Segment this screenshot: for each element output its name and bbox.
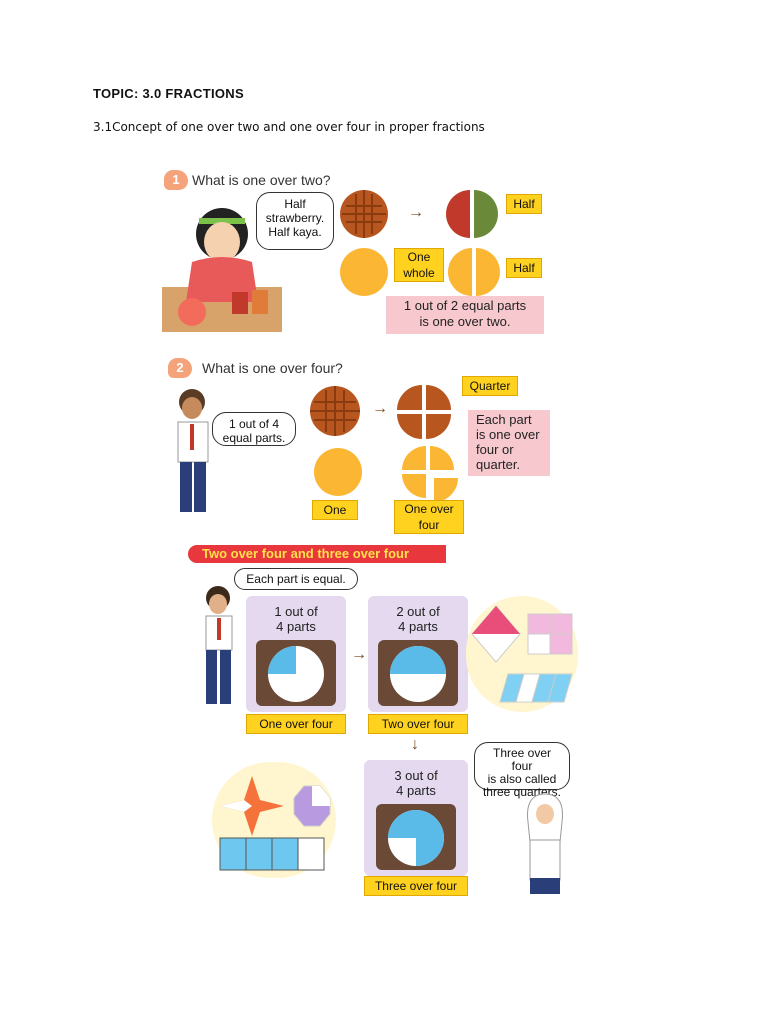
quartered-waffle [397, 385, 451, 439]
whole-waffle [340, 190, 388, 238]
whole-circle [340, 248, 388, 296]
arrow-right-icon: → [351, 646, 367, 663]
section-title: What is one over two? [192, 172, 331, 188]
one-whole-label: One whole [394, 248, 444, 282]
shape-examples-bottom [212, 762, 336, 878]
card-title: 2 out of 4 parts [368, 604, 468, 634]
arrow-down-icon: ↓ [411, 736, 419, 753]
one-label: One [312, 500, 358, 520]
title-line: 2 out of [396, 604, 440, 619]
boy-illustration [177, 389, 209, 512]
title-line: 4 parts [396, 783, 436, 798]
title-line: 4 parts [398, 619, 438, 634]
boy-illustration [205, 586, 233, 704]
section-one-over-four: 2 What is one over four? 1 out of 4 equa… [162, 356, 550, 536]
definition-note: 1 out of 2 equal parts is one over two. [386, 296, 544, 334]
note-line: is one over [476, 427, 540, 442]
page-subtitle: 3.1Concept of one over two and one over … [93, 120, 485, 134]
speech-bubble: Half strawberry. Half kaya. [256, 192, 334, 250]
section-title: What is one over four? [202, 360, 343, 376]
section-one-over-two: 1 What is one over two? Half strawberry.… [162, 162, 550, 334]
fraction-card-one-quarter: 1 out of 4 parts [246, 596, 346, 712]
label-line: One over [404, 502, 454, 516]
one-over-four-label: One over four [394, 500, 464, 534]
quartered-circle [402, 446, 458, 502]
note-line: is one over two. [419, 314, 511, 329]
half-label: Half [506, 194, 542, 214]
three-over-four-label: Three over four [364, 876, 468, 896]
label-line: One [407, 250, 431, 264]
title-line: 4 parts [276, 619, 316, 634]
arrow-right-icon: → [408, 204, 424, 221]
note-line: four or [476, 442, 514, 457]
note-line: Each part [476, 412, 532, 427]
speech-line: Half kaya. [268, 225, 322, 239]
whole-circle [314, 448, 362, 496]
note-line: 1 out of 2 equal parts [403, 298, 527, 313]
speech-line: 1 out of 4 [228, 417, 280, 431]
speech-line: Half [284, 197, 306, 211]
speech-line: Three over four [492, 746, 552, 773]
card-title: 3 out of 4 parts [364, 768, 468, 798]
three-quarter-blue-plate [376, 804, 456, 870]
quarter-label: Quarter [462, 376, 518, 396]
section-banner: Two over four and three over four [188, 545, 446, 563]
half-blue-plate [378, 640, 458, 706]
one-over-four-label: One over four [246, 714, 346, 734]
girl-illustration [527, 793, 563, 894]
whole-waffle [310, 386, 360, 436]
speech-line: is also called [487, 772, 557, 786]
halved-circle [448, 248, 500, 296]
girl-illustration [162, 208, 282, 332]
half-waffle [446, 190, 498, 238]
fraction-shapes-icon [471, 605, 573, 703]
speech-line: strawberry. [265, 211, 325, 225]
section-number-badge: 1 [164, 170, 188, 190]
title-line: 3 out of [394, 768, 438, 783]
speech-bubble: Each part is equal. [234, 568, 358, 590]
fraction-card-two-quarters: 2 out of 4 parts [368, 596, 468, 712]
arrow-right-icon: → [372, 400, 388, 417]
speech-line: equal parts. [222, 431, 286, 445]
shape-examples-top [466, 596, 578, 712]
speech-bubble: 1 out of 4 equal parts. [212, 412, 296, 446]
page-title: TOPIC: 3.0 FRACTIONS [93, 86, 244, 101]
fraction-shapes-icon [219, 776, 331, 871]
speech-bubble: Three over four is also called three qua… [474, 742, 570, 799]
fraction-card-three-quarters: 3 out of 4 parts [364, 760, 468, 876]
title-line: 1 out of [274, 604, 318, 619]
label-line: four [418, 518, 440, 532]
label-line: whole [403, 266, 435, 280]
section-number-badge: 2 [168, 358, 192, 378]
two-over-four-label: Two over four [368, 714, 468, 734]
note-line: quarter. [476, 457, 521, 472]
card-title: 1 out of 4 parts [246, 604, 346, 634]
quartered-plate [256, 640, 336, 706]
half-label: Half [506, 258, 542, 278]
definition-note: Each part is one over four or quarter. [468, 410, 550, 476]
